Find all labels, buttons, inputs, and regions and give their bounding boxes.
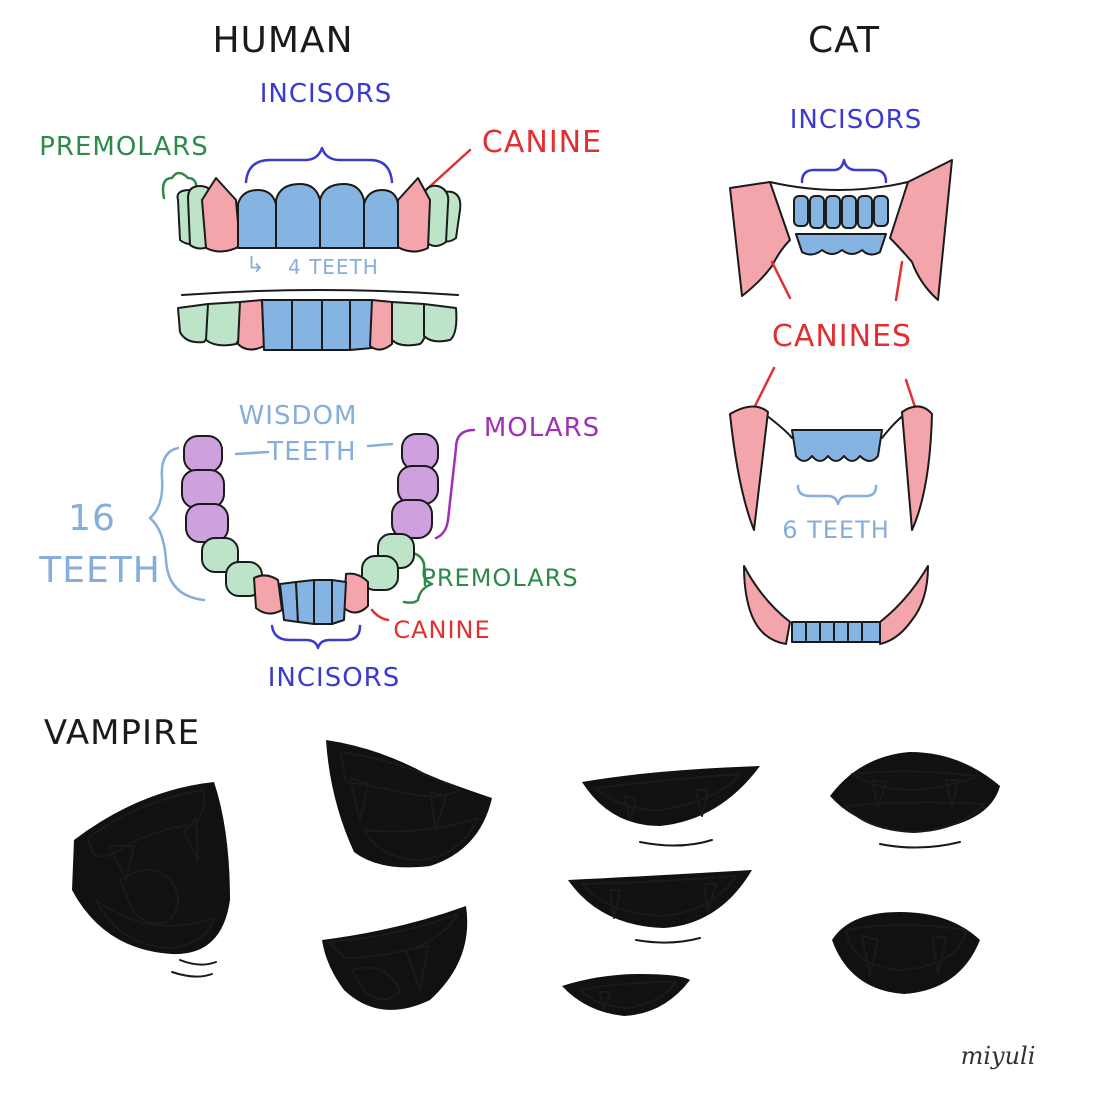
lip-shadow xyxy=(636,938,700,943)
vampire-mouth-wide xyxy=(830,752,1000,848)
canine xyxy=(238,300,264,350)
vampire-mouth-side xyxy=(326,740,492,867)
human-lower-teeth xyxy=(178,290,458,350)
count-line2: TEETH xyxy=(38,550,161,591)
cat-canine-pointer-2 xyxy=(896,262,902,300)
cat-canines-label: CANINES xyxy=(772,319,912,354)
canine xyxy=(344,574,368,613)
premolar xyxy=(392,302,426,345)
incisor xyxy=(826,196,840,228)
wisdom-pointer-right xyxy=(368,444,392,446)
molars-brace xyxy=(436,430,474,538)
incisor xyxy=(238,190,276,248)
incisor xyxy=(350,300,372,350)
lip-shadow xyxy=(172,960,216,977)
human-incisors-brace xyxy=(246,148,392,182)
cat-incisors-label: INCISORS xyxy=(790,105,922,135)
cat-side-upper xyxy=(730,406,932,530)
arch-canine-pointer xyxy=(372,610,388,620)
cat-lower-incisors xyxy=(796,234,886,255)
cat-canine xyxy=(730,406,768,530)
incisor xyxy=(322,300,350,350)
incisor xyxy=(292,300,322,350)
incisor xyxy=(810,196,824,228)
arch-incisors-brace xyxy=(272,626,360,648)
canine xyxy=(370,300,392,350)
signature: miyuli xyxy=(961,1042,1036,1070)
canine xyxy=(396,178,430,252)
cat-canine xyxy=(902,406,932,530)
cat-section: CAT INCISORS CANINES xyxy=(730,20,952,644)
human-section: HUMAN INCISORS PREMOLARS CANINE ↳ 4 TEET… xyxy=(39,20,602,350)
incisor xyxy=(262,300,292,350)
molar xyxy=(392,500,432,538)
lip-shadow xyxy=(640,840,712,846)
canine xyxy=(254,575,282,613)
four-teeth-arrow: ↳ xyxy=(246,253,265,278)
incisor xyxy=(320,184,364,248)
count-line1: 16 xyxy=(68,498,116,539)
human-premolars-label: PREMOLARS xyxy=(39,132,209,162)
vampire-section: VAMPIRE xyxy=(44,713,1000,1016)
gum-line xyxy=(182,290,458,295)
wisdom-label-line2: TEETH xyxy=(266,437,356,467)
incisor xyxy=(794,196,808,226)
incisor xyxy=(364,190,398,248)
human-title: HUMAN xyxy=(212,20,353,61)
vampire-mouth-smile-1 xyxy=(582,766,760,846)
molar xyxy=(402,434,438,470)
cat-canine-pointer-1 xyxy=(772,262,790,298)
vampire-mouth-closed-fangs xyxy=(832,912,980,994)
human-upper-teeth xyxy=(178,178,461,252)
incisor xyxy=(858,196,872,228)
cat-incisors-brace xyxy=(802,160,886,182)
six-teeth-label: 6 TEETH xyxy=(782,516,890,544)
incisor xyxy=(276,184,320,248)
human-incisors-label: INCISORS xyxy=(260,79,392,109)
incisor xyxy=(874,196,888,226)
cat-canine-pointer-3 xyxy=(752,368,774,412)
cat-side-lower xyxy=(744,566,928,644)
vampire-mouth-smile-2 xyxy=(568,870,752,943)
wisdom-pointer-left xyxy=(236,452,268,454)
vampire-mouth-grin xyxy=(322,906,467,1010)
incisor xyxy=(332,580,346,624)
molar xyxy=(182,470,224,508)
premolar xyxy=(206,302,242,345)
cat-lower-canine xyxy=(880,566,928,644)
molar xyxy=(186,504,228,542)
arch-incisors-label: INCISORS xyxy=(268,663,400,693)
cat-gum-line xyxy=(770,182,908,190)
vampire-mouth-smirk xyxy=(562,974,690,1016)
cat-upper-jaw xyxy=(730,160,952,300)
premolar xyxy=(424,304,456,341)
six-teeth-brace xyxy=(798,486,876,504)
vampire-mouth-open-tongue xyxy=(72,782,230,977)
arch-premolars-label: PREMOLARS xyxy=(421,564,578,592)
lip-shadow xyxy=(880,842,960,848)
incisor xyxy=(842,196,856,228)
cat-canine-pointer-4 xyxy=(906,380,916,410)
vampire-title: VAMPIRE xyxy=(44,713,200,753)
molars-label: MOLARS xyxy=(484,413,600,443)
cat-side-incisors xyxy=(792,430,882,461)
human-canine-label: CANINE xyxy=(482,125,602,160)
cat-title: CAT xyxy=(808,20,880,61)
arch-canine-label: CANINE xyxy=(393,616,490,644)
molar xyxy=(398,466,438,504)
incisor xyxy=(314,580,332,624)
human-arch-section: WISDOM TEETH MOLARS 16 TEETH PREMOLARS C… xyxy=(38,401,600,693)
incisor xyxy=(296,580,314,624)
four-teeth-label: 4 TEETH xyxy=(288,255,379,279)
cat-lower-canine xyxy=(744,566,790,644)
molar xyxy=(184,436,222,472)
wisdom-label-line1: WISDOM xyxy=(239,401,358,431)
